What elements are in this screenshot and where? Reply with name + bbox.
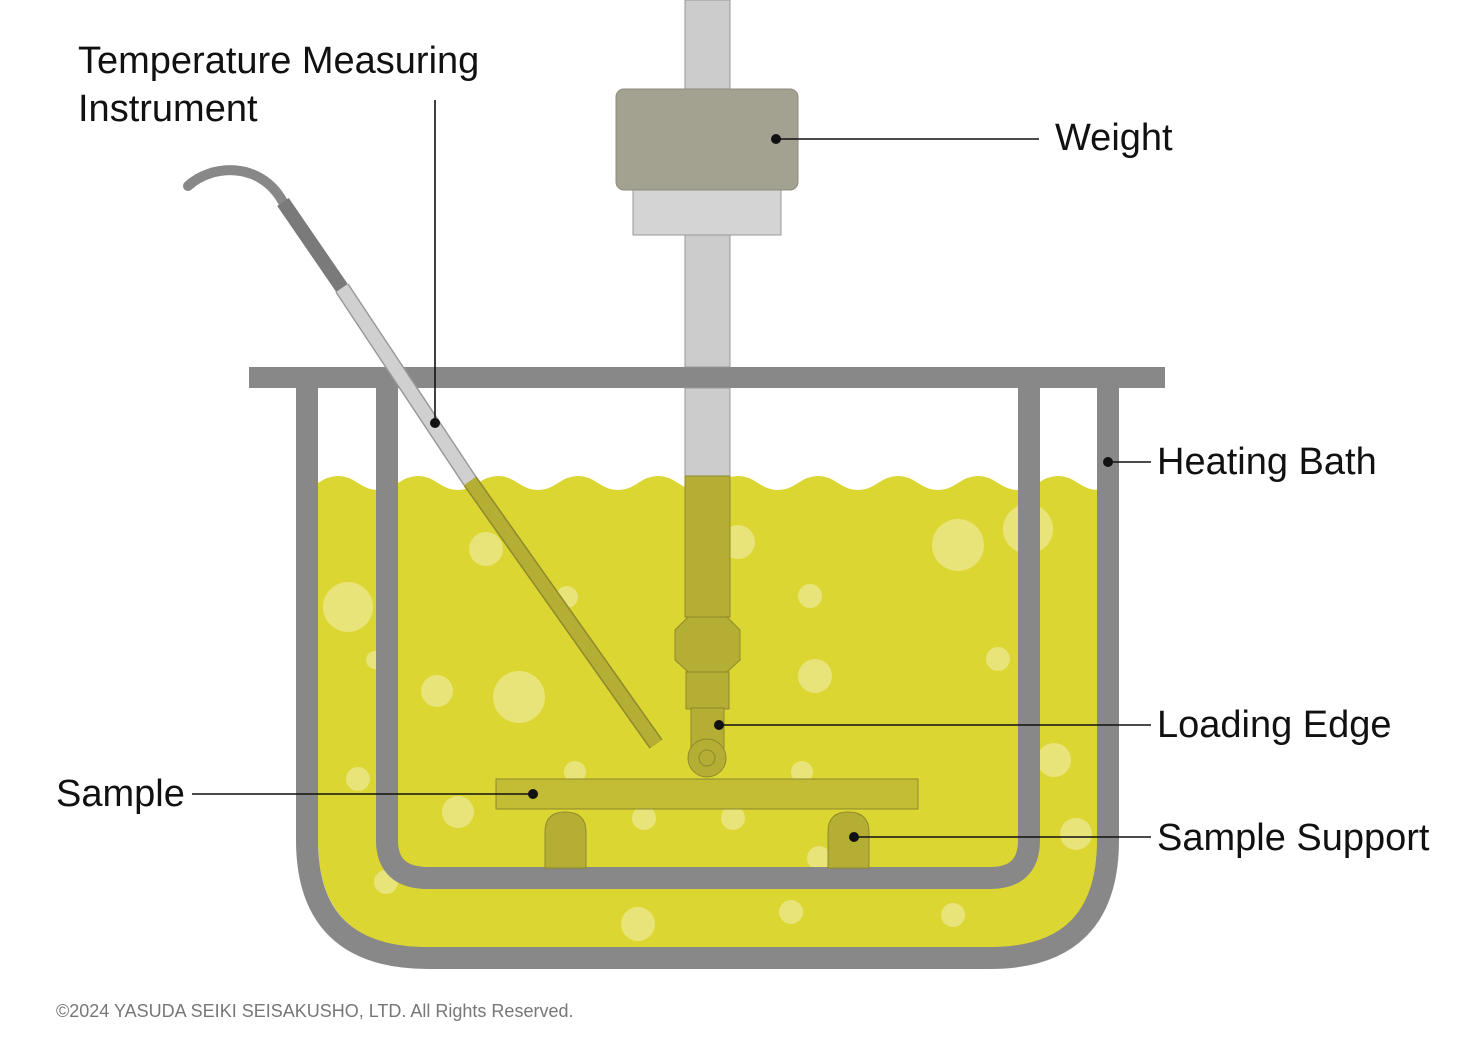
copyright-notice: ©2024 YASUDA SEIKI SEISAKUSHO, LTD. All … [56, 1001, 573, 1021]
weight-leader-dot [771, 134, 781, 144]
loading-rod-lower [684, 387, 731, 477]
sample-leader-dot [528, 789, 538, 799]
thermometer-probe-submerged [464, 477, 662, 748]
sample-bar [495, 778, 919, 810]
thermometer-handle [277, 198, 348, 292]
loading-rod-submerged [684, 475, 731, 618]
weight-label: Weight [1055, 117, 1173, 159]
heating-bath-leader-dot [1103, 457, 1113, 467]
loading-edge-label: Loading Edge [1157, 704, 1392, 746]
thermometer-probe [336, 284, 476, 485]
weight-block [615, 88, 799, 191]
temperature-leader-dot [430, 418, 440, 428]
loading-rod-hex-nut [674, 616, 741, 673]
sample-support-label: Sample Support [1157, 817, 1430, 859]
heating-bath-label: Heating Bath [1157, 441, 1377, 483]
heating-bath-wall [296, 387, 1119, 969]
lid-plate [249, 367, 1165, 388]
sample-label: Sample [56, 773, 185, 815]
temperature-label-line1: Temperature Measuring [78, 40, 479, 82]
inner-vessel-wall [376, 387, 1040, 889]
loading-rod-neck [685, 671, 730, 710]
loading-edge [687, 738, 727, 778]
sample-support-right [827, 811, 870, 869]
sample-support-left [544, 811, 587, 869]
sample-support-leader-dot [849, 832, 859, 842]
loading-edge-leader-dot [714, 720, 724, 730]
weight-collar [632, 187, 782, 236]
loading-edge-center [698, 749, 716, 767]
thermometer-cable [183, 165, 288, 207]
temperature-label-line2: Instrument [78, 88, 258, 130]
